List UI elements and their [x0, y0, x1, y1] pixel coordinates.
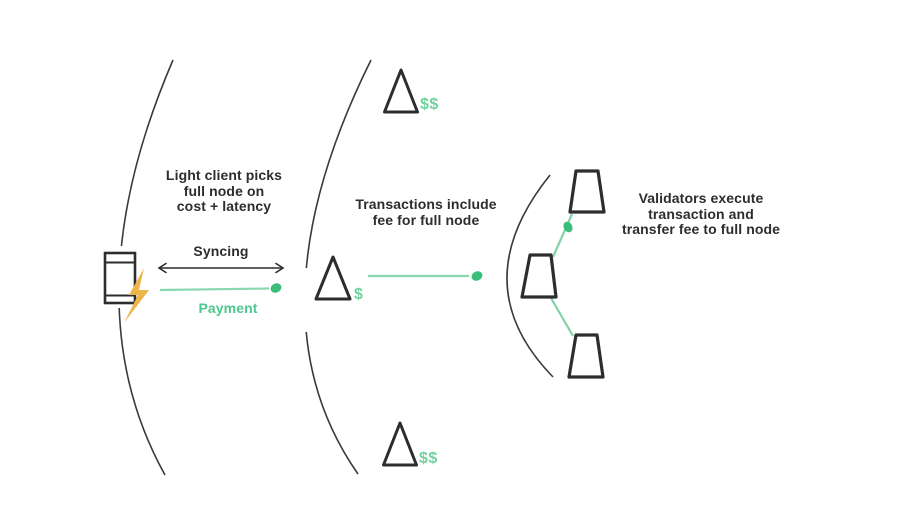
- transactions-fee-label: Transactions include fee for full node: [355, 196, 497, 228]
- light-client-picks-label: Light client picks full node on cost + l…: [165, 167, 283, 214]
- validator-trapezoid-top: [568, 169, 606, 214]
- full-node-triangle-middle: [314, 255, 352, 301]
- validator-link-1: [551, 213, 574, 258]
- syncing-arrowhead-left: [157, 262, 167, 274]
- validator-trapezoid-bottom: [567, 333, 605, 379]
- syncing-label: Syncing: [193, 243, 249, 259]
- syncing-arrowhead-right: [275, 262, 285, 274]
- fee-badge-bottom: $$: [419, 450, 438, 467]
- full-node-triangle-top: [383, 68, 419, 114]
- fee-badge-top: $$: [420, 96, 439, 113]
- fee-line-dot: [471, 271, 483, 281]
- validators-execute-label: Validators execute transaction and trans…: [621, 190, 781, 237]
- phone-icon: [103, 251, 137, 305]
- validator-link-dot: [563, 221, 573, 233]
- validator-link-2: [550, 297, 574, 337]
- lightning-bolt-icon: [124, 268, 149, 323]
- payment-dot: [270, 283, 282, 293]
- validator-network-arc: [506, 174, 554, 378]
- full-node-triangle-bottom: [382, 421, 418, 467]
- fee-badge-middle: $: [354, 286, 364, 303]
- payment-line: [159, 287, 270, 292]
- validator-trapezoid-middle: [520, 253, 558, 299]
- payment-label: Payment: [198, 300, 258, 316]
